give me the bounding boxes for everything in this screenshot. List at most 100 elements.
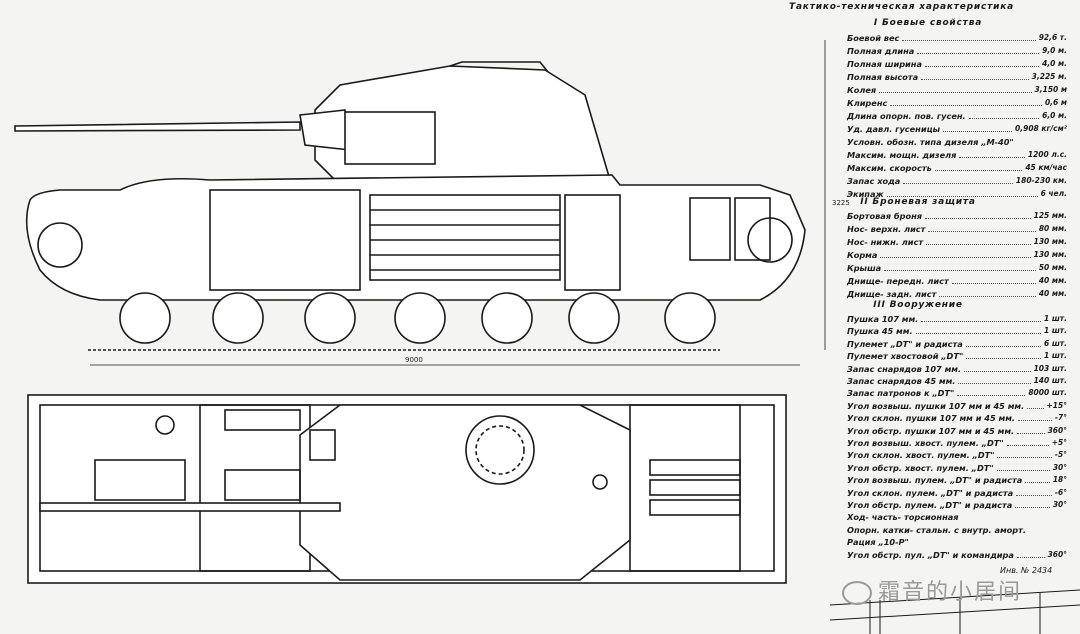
spec-label: Днище- задн. лист	[847, 289, 937, 299]
spec-label: Опорн. катки- стальн. с внутр. аморт.	[847, 524, 1027, 535]
spec-value: 0,6 м	[1044, 98, 1067, 107]
leader-dots	[903, 176, 1013, 184]
spec-label: Угол обстр. хвост. пулем. „DT"	[847, 462, 994, 473]
spec-row: Угол склон. пушки 107 мм и 45 мм.-7°	[847, 413, 1067, 425]
spec-value: 40 мм.	[1038, 289, 1067, 298]
spec-value: 4,0 м.	[1042, 59, 1067, 68]
spec-label: Днище- передн. лист	[847, 276, 949, 286]
leader-dots	[925, 211, 1031, 219]
spec-label: Пулемет хвостовой „DT"	[847, 351, 964, 362]
leader-dots	[1016, 488, 1052, 496]
leader-dots	[921, 314, 1041, 322]
spec-row: Запас снарядов 45 мм.140 шт.	[847, 376, 1067, 388]
spec-value: 130 мм.	[1033, 237, 1067, 246]
spec-label: Экипаж	[847, 189, 884, 199]
spec-row: Угол обстр. хвост. пулем. „DT" 30°	[847, 463, 1067, 475]
small-turret	[344, 111, 436, 165]
fuel-tank	[734, 197, 771, 261]
spec-value: 125 мм.	[1033, 211, 1067, 220]
spec-label: Угол склон. хвост. пулем. „DT"	[847, 450, 995, 461]
leader-dots	[1017, 426, 1045, 434]
leader-dots	[964, 364, 1031, 372]
leader-dots	[1025, 475, 1050, 484]
spec-value: 40 мм.	[1038, 276, 1067, 285]
spec-value: 6 шт.	[1044, 338, 1067, 348]
spec-value: 45 км/час	[1025, 163, 1067, 172]
spec-value: 30°	[1052, 462, 1067, 472]
side-view	[14, 40, 826, 366]
spec-label: Полная длина	[847, 46, 915, 56]
spec-value: 9,0 м.	[1042, 46, 1067, 55]
spec-value: 1200 л.с.	[1027, 150, 1067, 159]
leader-dots	[924, 59, 1040, 67]
spec-label: Запас хода	[847, 176, 901, 186]
spec-row: Угол склон. пулем. „DT" и радиста-6°	[847, 488, 1067, 500]
spec-row: Пушка 107 мм.1 шт.	[847, 314, 1067, 326]
spec-label: Полная высота	[847, 72, 919, 82]
inventory-stamp: Инв. № 2434	[1000, 566, 1053, 575]
drive-sprocket	[37, 222, 83, 268]
spec-label: Уд. давл. гусеницы	[847, 124, 941, 134]
spec-value: 18°	[1052, 475, 1067, 485]
leader-dots	[951, 276, 1036, 284]
leader-dots	[965, 339, 1041, 347]
leader-dots	[1016, 550, 1045, 558]
transmission	[564, 194, 621, 291]
spec-label: Условн. обозн. типа дизеля „М-40"	[847, 137, 1014, 147]
spec-section-heading: III Вооружение	[873, 300, 963, 310]
leader-dots	[1027, 401, 1044, 409]
leader-dots	[921, 72, 1029, 80]
spec-value: -6°	[1054, 487, 1067, 497]
spec-row: Запас хода 180-230 км.	[847, 176, 1067, 188]
leader-dots	[1018, 413, 1052, 422]
height-dimension-label: 3225	[832, 199, 850, 207]
spec-label: Рация „10-Р"	[847, 537, 909, 548]
spec-row: Ход- часть- торсионная	[847, 512, 1067, 524]
spec-row: Длина опорн. пов. гусен. 6,0 м.	[847, 111, 1067, 123]
spec-row: Днище- задн. лист 40 мм.	[847, 289, 1067, 301]
spec-value: 360°	[1047, 549, 1067, 559]
spec-label: Угол возвыш. хвост. пулем. „DT"	[847, 438, 1004, 448]
turret-cupola	[449, 61, 549, 73]
spec-row: Максим. скорость 45 км/час	[847, 163, 1067, 175]
cupola-ring	[465, 415, 535, 485]
spec-value: 1 шт.	[1044, 314, 1067, 323]
spec-label: Корма	[847, 250, 878, 260]
spec-label: Бортовая броня	[847, 211, 923, 221]
leader-dots	[966, 351, 1041, 360]
road-wheels	[119, 292, 716, 344]
spec-value: 3,225 м.	[1031, 72, 1067, 81]
spec-row: Полная длина 9,0 м.	[847, 46, 1067, 58]
spec-value: 180-230 км.	[1015, 176, 1067, 185]
spec-value: 6,0 м.	[1042, 111, 1067, 120]
spec-label: Полная ширина	[847, 59, 922, 69]
title-block	[829, 589, 1080, 634]
spec-value: 8000 шт.	[1028, 388, 1067, 398]
spec-value: 1 шт.	[1044, 326, 1067, 336]
top-view	[27, 394, 787, 584]
spec-value: +15°	[1046, 400, 1067, 410]
spec-label: Угол склон. пушки 107 мм и 45 мм.	[847, 413, 1016, 424]
watermark: 霜音的小居间	[842, 574, 1022, 606]
leader-dots	[939, 289, 1036, 297]
turret-top	[299, 404, 631, 581]
spec-label: Запас снарядов 45 мм.	[847, 376, 956, 386]
spec-value: -5°	[1054, 450, 1067, 460]
spec-row: Запас снарядов 107 мм.103 шт.	[847, 364, 1067, 376]
leader-dots	[884, 263, 1036, 271]
spec-label: Крыша	[847, 263, 882, 273]
spec-row: Угол возвыш. пушки 107 мм и 45 мм.+15°	[847, 401, 1067, 413]
spec-row: Угол обстр. пул. „DT" и командира 360°	[847, 550, 1067, 562]
spec-label: Угол обстр. пул. „DT" и командира	[847, 549, 1014, 560]
spec-label: Длина опорн. пов. гусен.	[847, 111, 966, 121]
leader-dots	[890, 98, 1042, 106]
leader-dots	[915, 326, 1041, 335]
spec-section-heading: I Боевые свойства	[873, 18, 983, 28]
spec-label: Максим. скорость	[847, 163, 932, 173]
